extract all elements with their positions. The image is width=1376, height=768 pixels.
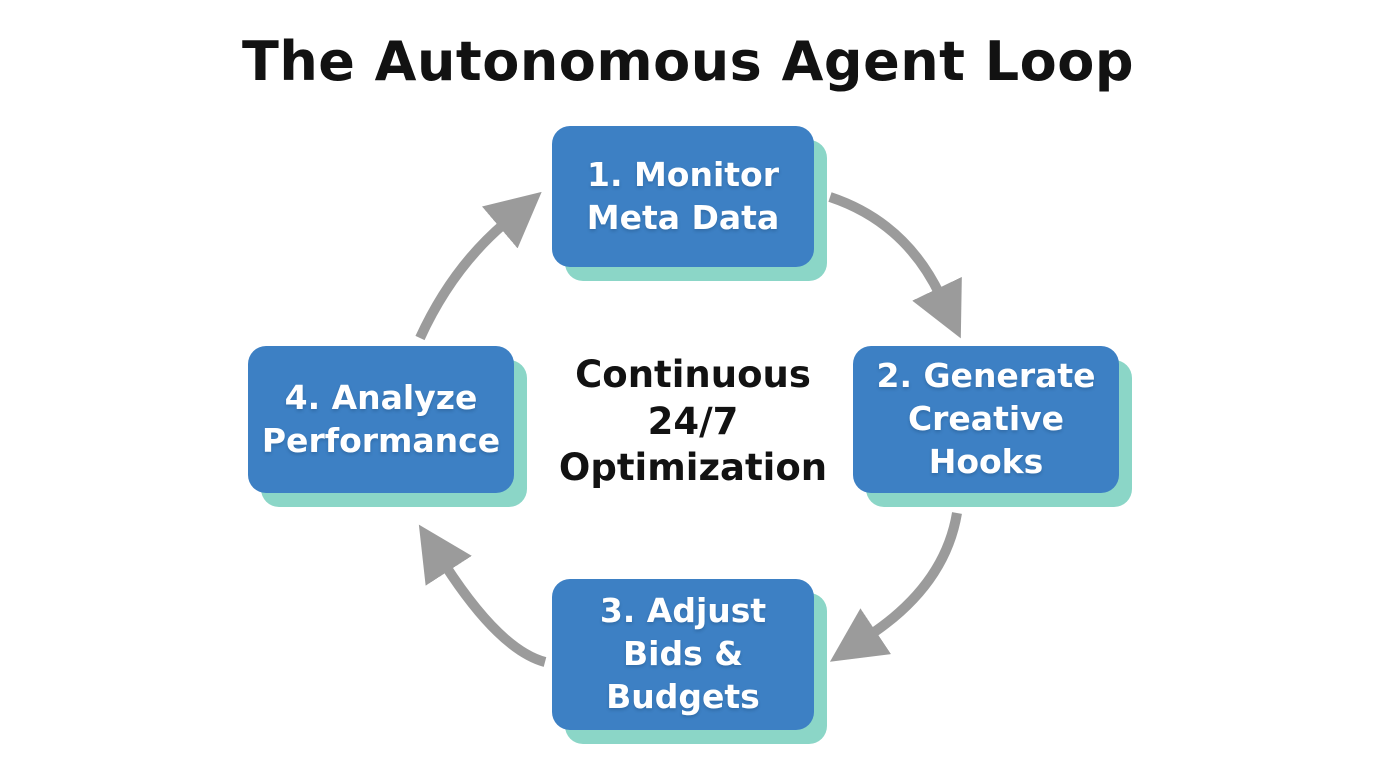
step-box-adjust-bids-budgets: 3. Adjust Bids & Budgets: [552, 579, 814, 730]
curved-arrow-monitor-to-generate-icon: [828, 192, 962, 339]
step-label-adjust-bids-budgets: 3. Adjust Bids & Budgets: [599, 591, 767, 716]
curved-arrow-generate-to-adjust-icon: [829, 512, 962, 662]
diagram-title: The Autonomous Agent Loop: [241, 30, 1135, 93]
step-label-analyze-performance: 4. Analyze Performance: [261, 377, 501, 460]
step-box-monitor-meta-data: 1. Monitor Meta Data: [552, 126, 814, 267]
step-box-analyze-performance: 4. Analyze Performance: [248, 346, 514, 493]
center-caption: Continuous 24/7 Optimization: [558, 353, 828, 490]
curved-arrow-analyze-to-monitor-icon: [415, 191, 542, 341]
step-label-monitor-meta-data: 1. Monitor Meta Data: [586, 154, 780, 237]
step-label-generate-creative-hooks: 2. Generate Creative Hooks: [876, 356, 1096, 481]
curved-arrow-adjust-to-analyze-icon: [418, 524, 547, 667]
step-box-generate-creative-hooks: 2. Generate Creative Hooks: [853, 346, 1119, 493]
